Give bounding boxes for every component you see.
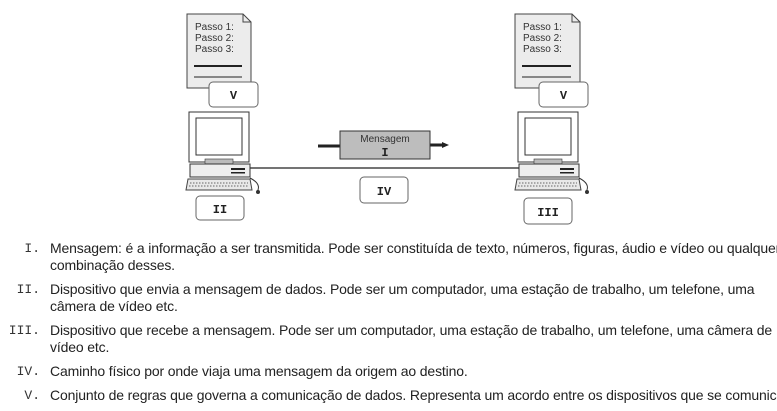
doc-line: Passo 2: — [195, 33, 234, 44]
sender-computer-icon — [185, 111, 260, 194]
item-text: vídeo etc. — [50, 339, 110, 355]
item-number: II. — [16, 282, 40, 297]
doc-line: Passo 1: — [523, 22, 562, 33]
label-v-left: V — [230, 89, 238, 103]
item-text: Caminho físico por onde viaja uma mensag… — [50, 363, 468, 379]
label-box-ii — [195, 195, 245, 221]
doc-line: Passo 3: — [523, 44, 562, 55]
label-ii: II — [213, 203, 227, 217]
label-box-iv — [359, 176, 409, 204]
doc-line: Passo 2: — [523, 33, 562, 44]
message-title: Mensagem — [360, 134, 409, 145]
arrow-right-icon — [442, 142, 449, 148]
doc-line: Passo 1: — [195, 22, 234, 33]
protocol-document-right-icon: Passo 1: Passo 2: Passo 3: — [514, 13, 581, 89]
label-iii: III — [537, 206, 559, 220]
item-text: Dispositivo que envia a mensagem de dado… — [50, 281, 755, 297]
message-box — [339, 130, 431, 160]
item-number: V. — [24, 388, 40, 403]
list-item-v: V. Conjunto de regras que governa a comu… — [0, 387, 777, 404]
list-item-i: I. Mensagem: é a informação a ser transm… — [0, 240, 777, 274]
protocol-document-left-icon: Passo 1: Passo 2: Passo 3: — [186, 13, 252, 89]
label-box-v-left — [208, 81, 259, 108]
list-item-iii: III. Dispositivo que recebe a mensagem. … — [0, 322, 777, 356]
item-text: câmera de vídeo etc. — [50, 298, 178, 314]
doc-line: Passo 3: — [195, 44, 234, 55]
item-text: combinação desses. — [50, 257, 175, 273]
label-box-iii — [523, 197, 573, 225]
item-number: III. — [8, 323, 40, 338]
message-label: I — [381, 146, 388, 160]
item-text: Conjunto de regras que governa a comunic… — [50, 387, 777, 403]
label-v-right: V — [560, 89, 568, 103]
definitions-list: I. Mensagem: é a informação a ser transm… — [0, 240, 777, 411]
label-iv: IV — [377, 185, 392, 199]
receiver-computer-icon — [514, 111, 589, 194]
list-item-iv: IV. Caminho físico por onde viaja uma me… — [0, 363, 777, 380]
item-number: IV. — [16, 364, 40, 379]
list-item-ii: II. Dispositivo que envia a mensagem de … — [0, 281, 777, 315]
label-box-v-right — [538, 81, 589, 108]
item-number: I. — [24, 241, 40, 256]
communication-diagram: Passo 1: Passo 2: Passo 3: V II Mensagem… — [185, 13, 589, 225]
item-text: Mensagem: é a informação a ser transmiti… — [50, 240, 777, 256]
item-text: Dispositivo que recebe a mensagem. Pode … — [50, 322, 773, 338]
